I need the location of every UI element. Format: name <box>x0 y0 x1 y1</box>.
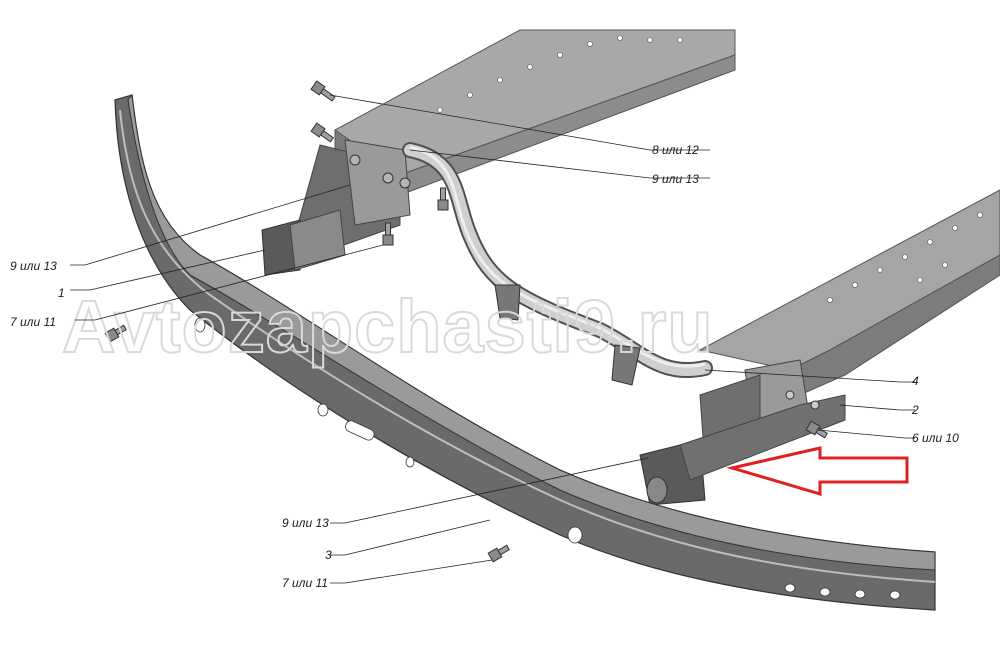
callout-4: 4 <box>912 374 919 388</box>
callout-9-13-top: 9 или 13 <box>652 172 699 186</box>
callout-2: 2 <box>911 403 919 417</box>
bolt-icon <box>104 80 828 563</box>
watermark: Avtozapchasti9.ru <box>62 285 714 368</box>
red-arrow-icon <box>726 446 909 497</box>
callout-9-13-bottom: 9 или 13 <box>282 516 329 530</box>
callout-7-11-top: 7 или 11 <box>10 315 56 329</box>
leader-lines <box>70 94 915 584</box>
stabilizer-tube <box>402 142 713 386</box>
callout-7-11-bottom: 7 или 11 <box>282 576 328 590</box>
right-bracket <box>639 359 846 506</box>
callout-3: 3 <box>325 548 332 562</box>
callout-6-10: 6 или 10 <box>912 431 959 445</box>
callout-8-12: 8 или 12 <box>652 143 699 157</box>
left-bracket <box>261 139 411 276</box>
cross-member <box>114 93 936 611</box>
right-frame-rail <box>698 189 1000 396</box>
callout-9-13-left: 9 или 13 <box>10 259 57 273</box>
callout-labels: 8 или 12 9 или 13 9 или 13 1 7 или 11 4 … <box>10 143 959 590</box>
callout-1: 1 <box>58 286 65 300</box>
